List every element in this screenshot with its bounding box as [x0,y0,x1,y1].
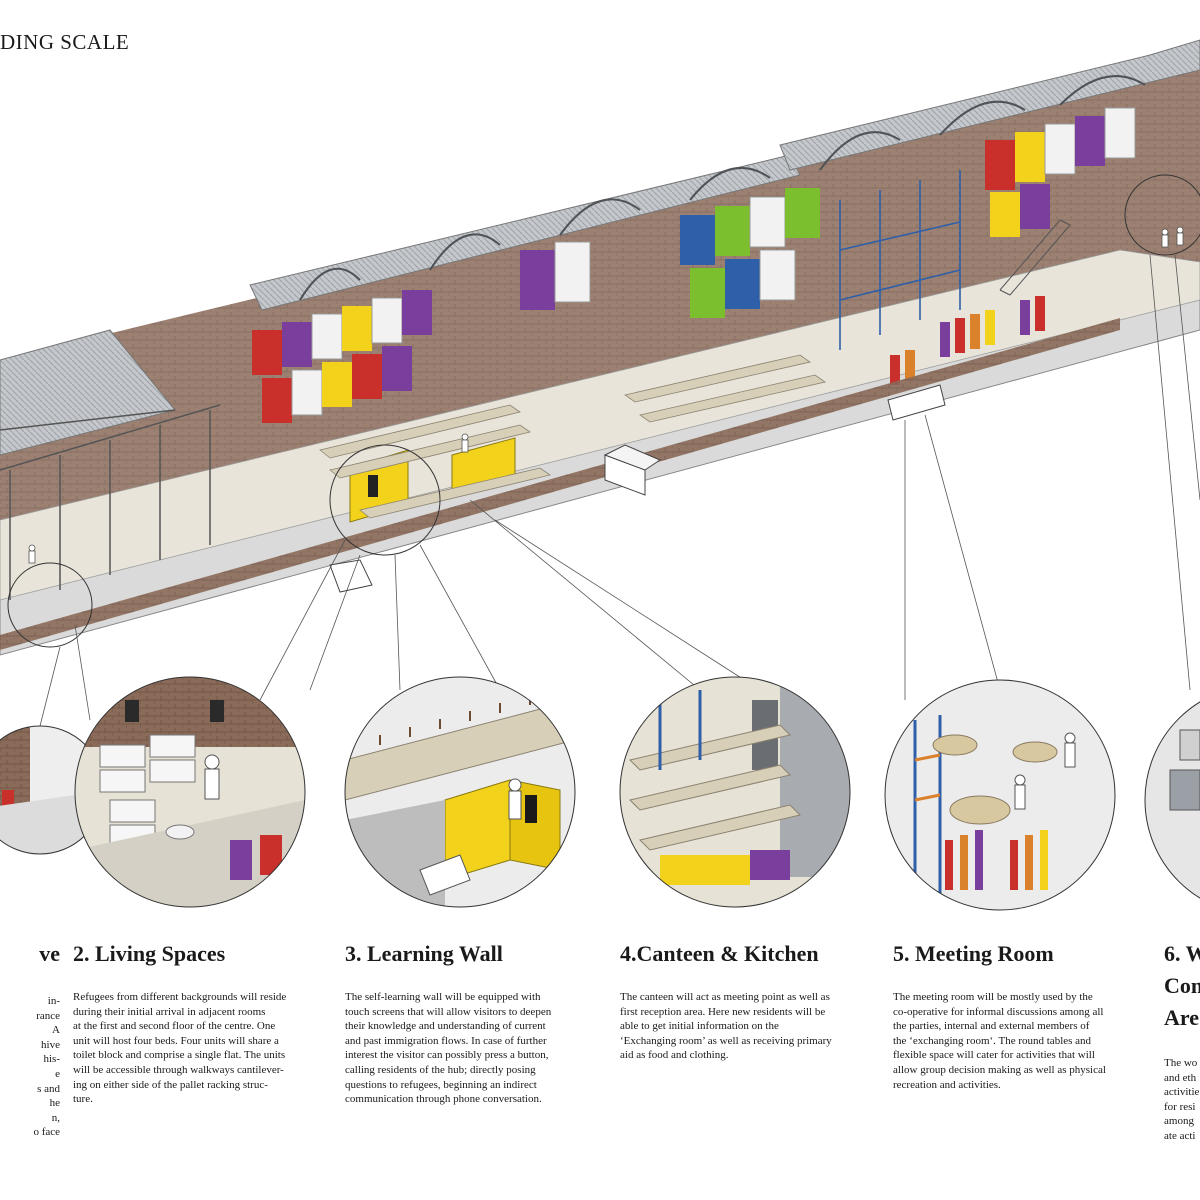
callout-rings [7,174,1200,648]
caption-archive: ve in- rance A hive his- e s and he n, o… [0,938,60,1200]
caption-body: The wo and eth activitie for resi among … [1164,1057,1200,1142]
leader-lines [39,254,1200,727]
caption-title: 4.Canteen & Kitchen [620,941,819,966]
vignette-4-canteen-kitchen [619,676,851,908]
canteen-tables [319,354,826,519]
living-units-right [985,107,1136,237]
page-heading: DING SCALE [0,30,130,54]
caption-body: The self-learning wall will be equipped … [345,991,552,1106]
living-units-left [252,290,432,423]
caption-learning-wall: 3. Learning Wall The self-learning wall … [345,938,551,1107]
van-icon [887,384,946,421]
caption-title: ve [39,941,60,966]
roof-right [779,39,1200,171]
vignette-2-living-spaces [74,676,306,908]
interior-floor [0,249,1200,601]
caption-title: 2. Living Spaces [73,941,226,966]
caption-body: The meeting room will be mostly used by … [893,991,1106,1091]
front-perimeter-wall [0,318,1120,650]
pallet-racking [839,170,961,350]
vignette-5-meeting-room [884,679,1116,911]
textile-racks [890,296,1045,385]
staircase [999,219,1071,296]
living-units-middle [520,188,820,318]
caption-workshop: 6. W Con Are The wo and eth activitie fo… [1164,938,1200,1200]
caption-meeting-room: 5. Meeting Room The meeting room will be… [893,938,1106,1092]
steel-frame-left [0,404,221,600]
caption-title: 3. Learning Wall [345,941,503,966]
caption-living-spaces: 2. Living Spaces Refugees from different… [73,938,286,1107]
van-icon [603,444,662,496]
roof-middle [249,154,801,311]
people-silhouettes [28,226,1184,564]
caption-canteen-kitchen: 4.Canteen & Kitchen The canteen will act… [620,938,832,1063]
steel-trusses [299,75,1146,301]
vignette-3-learning-wall [344,676,576,908]
caption-title: 6. W Con Are [1164,941,1200,1030]
caption-body: Refugees from different backgrounds will… [73,991,287,1106]
building-cutaway [0,39,1200,656]
van-icon [329,559,373,593]
caption-body: The canteen will act as meeting point as… [620,991,832,1062]
caption-title: 5. Meeting Room [893,941,1054,966]
vignette-6-workshop [1144,685,1200,915]
caption-body: in- rance A hive his- e s and he n, o fa… [33,995,60,1139]
